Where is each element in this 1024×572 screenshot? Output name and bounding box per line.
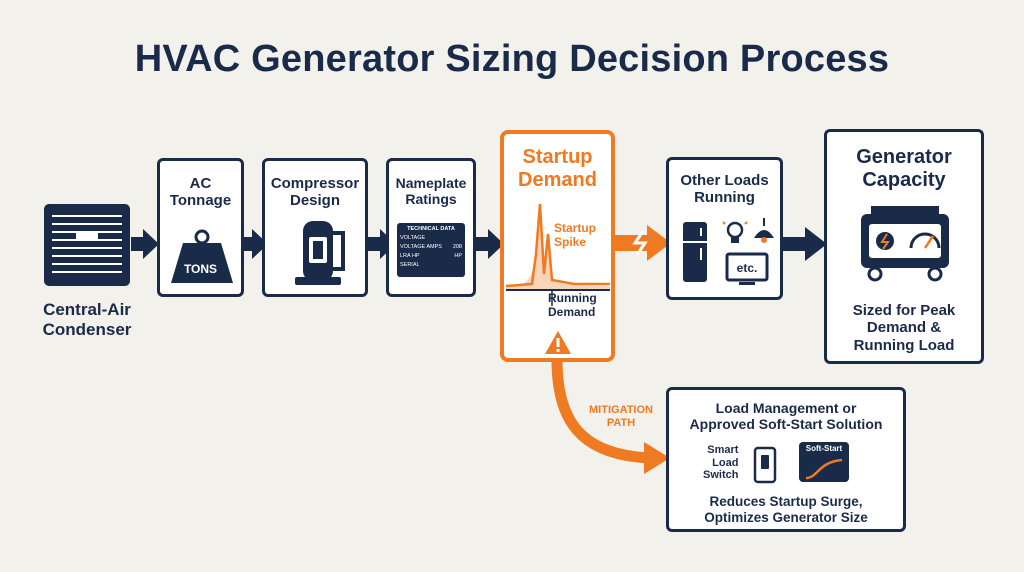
nameplate-box: Nameplate Ratings TECHNICAL DATA VOLTAGE… [386,158,476,297]
generator-icon [861,206,949,282]
switch-icon [753,446,777,484]
weight-icon [171,229,233,283]
running-demand-label: Running Demand [548,291,597,319]
plate-row-serial: SERIAL [400,262,420,268]
generator-title: Generator Capacity [856,146,952,191]
flow-arrow-2 [240,229,268,259]
mitigation-title: Load Management or Approved Soft-Start S… [689,400,883,433]
smart-load-switch-label: Smart Load Switch [703,444,739,482]
startup-spike-label: Startup Spike [554,221,596,249]
soft-start-curve-icon [805,458,843,480]
refrigerator-icon [683,222,707,282]
plate-row-amps: VOLTAGE AMPS 208 [400,244,462,250]
ceiling-lamp-icon [754,218,774,243]
ac-tonnage-box: AC Tonnage TONS [157,158,244,297]
nameplate-title: Nameplate Ratings [395,175,467,208]
ac-tonnage-title: AC Tonnage [169,175,232,210]
lightbulb-icon [722,221,748,243]
generator-desc: Sized for Peak Demand & Running Load [852,302,956,354]
soft-start-panel: Soft-Start [799,442,849,482]
weight-label: TONS [183,262,218,276]
spike-graph-icon [505,203,610,306]
spike-arrow-icon [613,225,671,261]
warning-icon [545,331,571,354]
other-loads-box: Other Loads Running etc. [666,157,783,300]
flow-arrow-4 [476,229,504,259]
monitor-icon [725,252,769,285]
mitigation-path-label: MITIGATION PATH [589,404,653,429]
startup-title: Startup Demand [518,146,597,191]
page-title: HVAC Generator Sizing Decision Process [134,38,890,80]
mitigation-arrow [551,359,670,474]
compressor-title: Compressor Design [270,175,360,210]
generator-box: Generator Capacity Sized for Peak Demand… [824,129,984,364]
plate-header: TECHNICAL DATA [407,226,455,232]
flow-arrow-3 [368,229,396,259]
mitigation-desc: Reduces Startup Surge, Optimizes Generat… [704,494,868,525]
condenser-icon [44,204,130,286]
etc-label: etc. [736,261,758,275]
plate-row-voltage: VOLTAGE [400,235,426,241]
other-loads-title: Other Loads Running [680,172,769,207]
startup-demand-box: Startup Demand Startup Spike Running Dem… [500,130,615,362]
compressor-box: Compressor Design [262,158,368,297]
flow-arrow-6 [783,227,827,261]
nameplate-plate: TECHNICAL DATA VOLTAGE VOLTAGE AMPS 208 … [397,223,465,277]
condenser-label: Central-Air Condenser [42,300,132,339]
compressor-icon [295,221,345,285]
flow-arrow-1 [131,229,159,259]
soft-start-label: Soft-Start [805,444,843,453]
plate-row-lra: LRA HP HP [400,253,462,259]
mitigation-box: Load Management or Approved Soft-Start S… [666,387,906,532]
